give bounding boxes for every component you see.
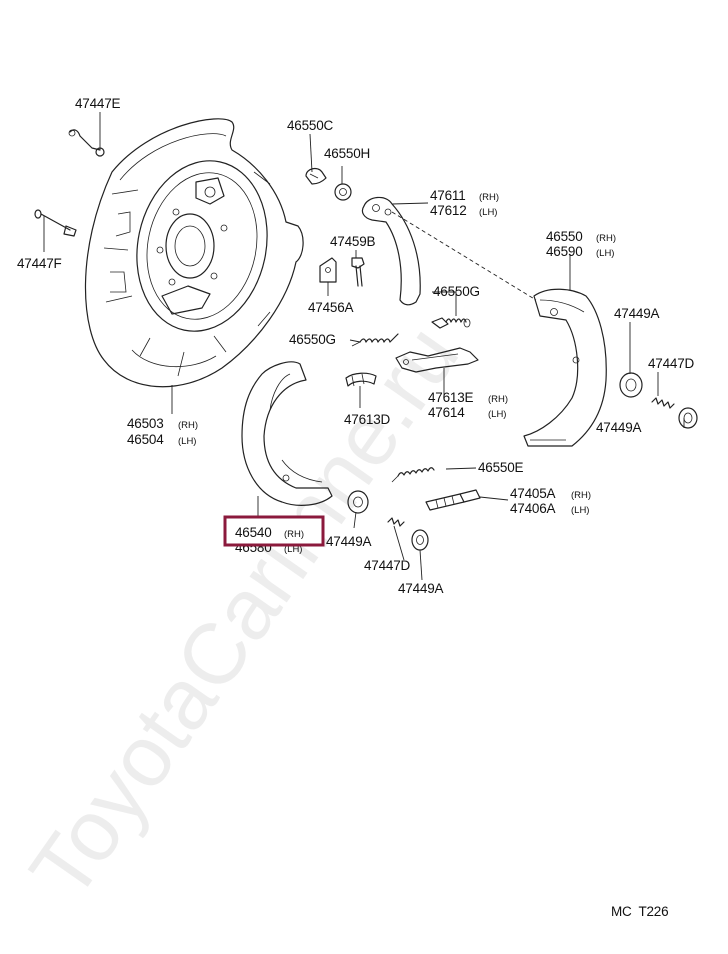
label-47405a-side: (RH) [571,490,591,501]
part-47449a-cup-a [619,372,643,398]
label-46550: 46550 [546,229,583,244]
label-47405a: 47405A [510,486,556,501]
label-47449a-b: 47449A [596,420,642,435]
part-46540-drawing [241,361,333,506]
label-47449a-c: 47449A [326,534,372,549]
part-47456a-drawing [319,257,337,283]
part-47449a-cup-b [678,407,698,429]
label-47406a: 47406A [510,501,556,516]
backing-plate [84,118,304,388]
part-47447f-drawing [34,209,77,237]
label-47611: 47611 [430,188,466,203]
label-47612: 47612 [430,203,467,218]
part-46550g-spring-a [431,317,471,329]
watermark: ToyotaCarlinne.ru [12,309,477,916]
footer-code: MC T226 [611,904,668,919]
label-46590: 46590 [546,244,583,259]
leader-lines [43,112,685,581]
label-47614: 47614 [428,405,465,420]
label-47447d-a: 47447D [648,356,695,371]
part-47447d-spring-b [387,517,405,527]
label-46580-side: (LH) [284,544,302,555]
part-47405a-drawing [425,489,481,511]
part-47449a-cup-d [411,529,429,551]
part-46550h-drawing [334,183,352,201]
label-46550g-a: 46550G [433,284,480,299]
label-46550c: 46550C [287,118,334,133]
label-46550-side: (RH) [596,233,616,244]
part-46550g-spring-b [351,333,399,347]
label-46550g-b: 46550G [289,332,336,347]
label-46504-side: (LH) [178,436,196,447]
label-46503: 46503 [127,416,164,431]
label-46550h: 46550H [324,146,370,161]
label-47449a-a: 47449A [614,306,660,321]
label-47612-side: (LH) [479,207,497,218]
label-47613d: 47613D [344,412,391,427]
label-47611-side: (RH) [479,192,499,203]
label-47449a-d: 47449A [398,581,444,596]
dashed-guide [391,211,537,301]
label-47459b: 47459B [330,234,376,249]
part-47447d-spring-a [651,397,675,409]
label-47456a: 47456A [308,300,354,315]
label-47613e: 47613E [428,390,474,405]
label-47614-side: (LH) [488,409,506,420]
highlight-box-46540[interactable]: 46540 (RH) [223,515,325,547]
label-47447d-b: 47447D [364,558,411,573]
label-47613e-side: (RH) [488,394,508,405]
label-46590-side: (LH) [596,248,614,259]
part-47459b-drawing [351,257,365,287]
label-46540[interactable]: 46540 [235,525,272,540]
label-46504: 46504 [127,432,164,447]
part-47613e-drawing [395,347,479,373]
label-47406a-side: (LH) [571,505,589,516]
part-47447e-drawing [68,129,105,157]
label-47447f: 47447F [17,256,62,271]
label-46540-side: (RH) [284,529,304,540]
part-47449a-cup-c [347,490,369,514]
part-47613d-drawing [345,372,377,387]
label-46550e: 46550E [478,460,524,475]
part-46550c-drawing [305,167,327,185]
label-46503-side: (RH) [178,420,198,431]
part-46550-drawing [523,288,607,447]
part-46550e-drawing [391,467,435,483]
part-47611-drawing [361,196,421,306]
label-47447e: 47447E [75,96,121,111]
